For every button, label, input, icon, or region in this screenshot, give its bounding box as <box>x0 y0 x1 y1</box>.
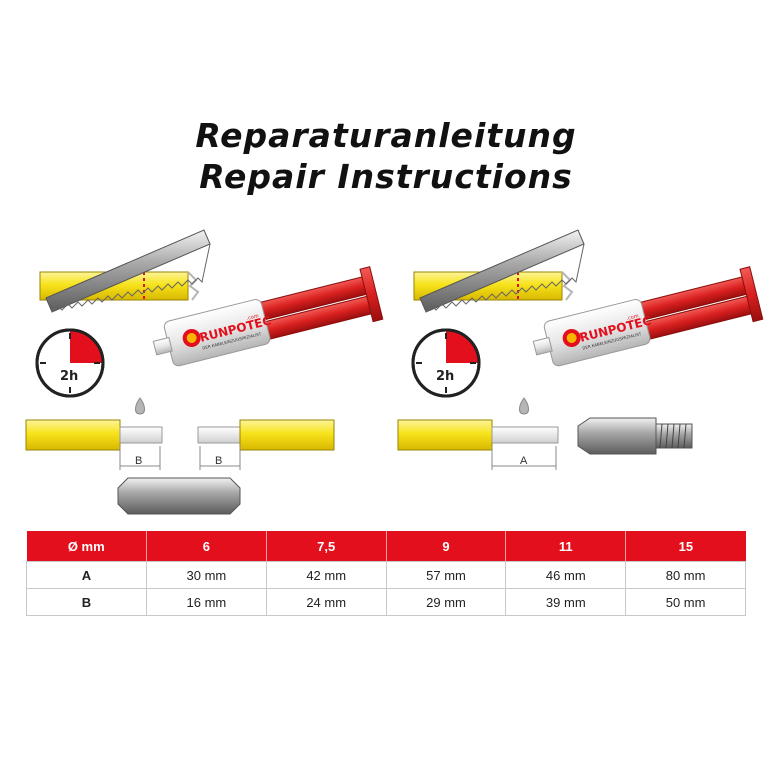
table-cell: 30 mm <box>146 561 267 589</box>
table-header-cell: 11 <box>505 531 627 562</box>
saw-icon <box>45 229 211 313</box>
timer-icon: 2h <box>411 328 481 398</box>
dimension-label: B <box>135 455 142 467</box>
table-header-cell: Ø mm <box>26 531 147 562</box>
table-cell: 42 mm <box>265 561 387 589</box>
end-tip-icon <box>577 417 693 455</box>
title-english: Repair Instructions <box>199 157 573 196</box>
table-header-cell: 15 <box>625 531 746 562</box>
table-row-label: A <box>26 561 147 589</box>
table-cell: 57 mm <box>385 561 507 589</box>
table-row: B 16 mm 24 mm 29 mm 39 mm 50 mm <box>26 588 746 616</box>
dimension-b-right: B <box>199 446 241 470</box>
table-cell: 24 mm <box>265 588 387 616</box>
table-header-cell: 6 <box>146 531 267 562</box>
dimension-table: Ø mm 6 7,5 9 11 15 A 30 mm 42 mm 57 mm 4… <box>26 531 746 616</box>
brand-suffix: .com <box>246 313 259 322</box>
table-cell: 16 mm <box>146 588 267 616</box>
right-panel: 2h RUNPOTEC .com DER KABELEINZUGSPEZIALI… <box>397 229 764 470</box>
saw-icon <box>419 229 585 313</box>
glue-drop-icon <box>135 397 145 415</box>
glue-drop-icon <box>519 397 529 415</box>
brand-suffix: .com <box>626 313 639 322</box>
dimension-a: A <box>491 446 557 470</box>
title-german: Reparaturanleitung <box>195 116 577 155</box>
timer-label: 2h <box>60 369 78 384</box>
table-header-cell: 7,5 <box>266 531 387 562</box>
table-row-label: B <box>26 588 147 616</box>
glue-syringe-icon: RUNPOTEC .com DER KABELEINZUGSPEZIALIST <box>532 266 764 367</box>
table-cell: 39 mm <box>505 588 627 616</box>
table-row: A 30 mm 42 mm 57 mm 46 mm 80 mm <box>26 561 746 589</box>
table-cell: 50 mm <box>625 588 746 616</box>
timer-icon: 2h <box>35 328 105 398</box>
stripped-rod-right <box>197 419 335 451</box>
dimension-label: A <box>520 455 528 467</box>
left-panel: 2h RUNPOTEC .com DER KABELEINZUGSPEZIALI… <box>25 229 384 515</box>
stripped-rod-left <box>25 419 163 451</box>
table-cell: 80 mm <box>625 561 746 589</box>
table-header-row: Ø mm 6 7,5 9 11 15 <box>26 531 746 562</box>
timer-label: 2h <box>436 369 454 384</box>
table-header-cell: 9 <box>386 531 507 562</box>
table-cell: 29 mm <box>385 588 507 616</box>
dimension-label: B <box>215 455 222 467</box>
connector-sleeve-icon <box>117 477 241 515</box>
stripped-rod <box>397 419 559 451</box>
glue-syringe-icon: RUNPOTEC .com DER KABELEINZUGSPEZIALIST <box>152 266 384 367</box>
dimension-b-left: B <box>119 446 161 470</box>
table-cell: 46 mm <box>505 561 627 589</box>
